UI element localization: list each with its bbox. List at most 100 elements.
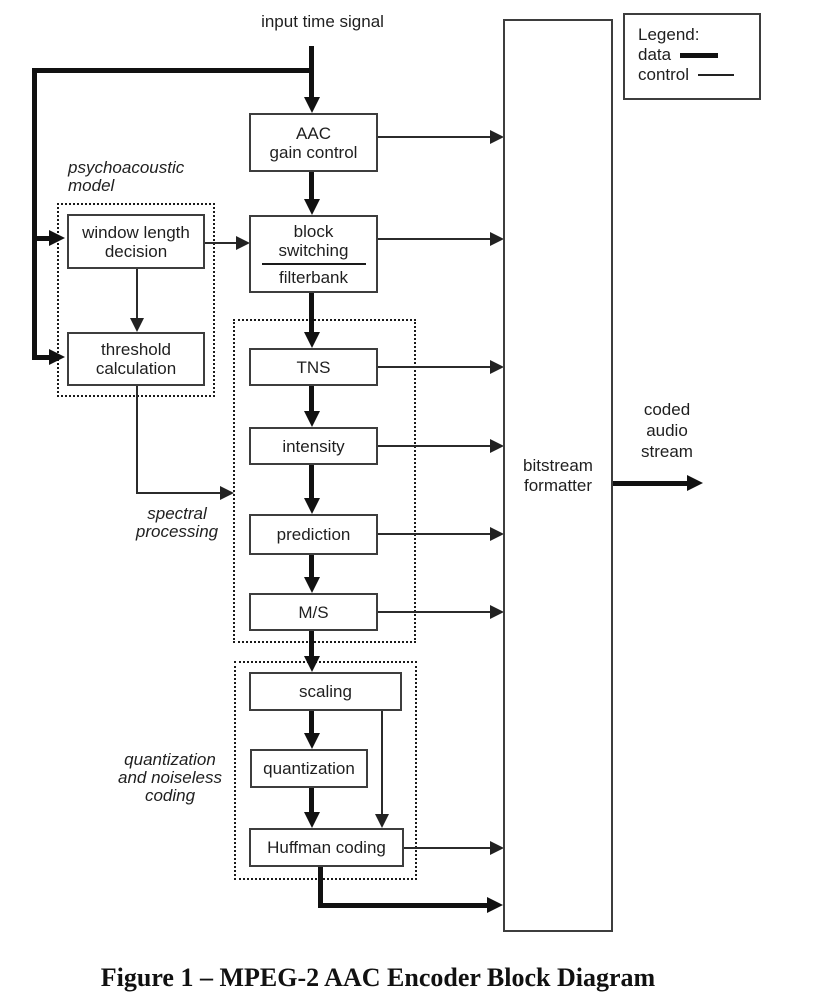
spectral-processing-label: spectral processing	[112, 505, 242, 541]
line-huffman-out-vertical	[318, 867, 323, 908]
line-to-window-length	[32, 236, 52, 241]
arrow-huffman-to-formatter-thin-head	[490, 841, 504, 855]
block-tns: TNS	[249, 348, 378, 386]
block-scaling: scaling	[249, 672, 402, 711]
label-line: processing	[135, 522, 219, 541]
arrow-intensity-to-formatter-head	[490, 439, 504, 453]
arrow-intensity-to-prediction-head	[304, 498, 320, 514]
arrow-to-window-length-head	[49, 230, 65, 246]
label-line: quantization	[124, 750, 216, 769]
line-block-to-tns	[309, 293, 314, 334]
legend-control-row: control	[638, 65, 759, 85]
block-label-line: prediction	[276, 525, 351, 544]
block-intensity: intensity	[249, 427, 378, 465]
block-bitstream-formatter: bitstream formatter	[503, 19, 613, 932]
block-label-line: quantization	[263, 759, 355, 778]
line-wld-to-threshold	[136, 269, 138, 320]
data-line-sample	[680, 52, 719, 58]
line-scaling-bypass	[381, 711, 383, 815]
line-block-to-formatter	[378, 238, 491, 240]
block-label-line: calculation	[95, 359, 177, 378]
control-line-sample	[698, 74, 735, 76]
arrow-block-to-tns-head	[304, 332, 320, 348]
line-threshold-down	[136, 386, 138, 494]
block-label-line: M/S	[298, 602, 329, 622]
input-time-signal-label: input time signal	[261, 12, 384, 31]
block-huffman-coding: Huffman coding	[249, 828, 404, 867]
legend-title: Legend:	[638, 25, 700, 44]
legend-data-label: data	[638, 45, 672, 64]
label-line: audio	[646, 421, 688, 440]
quantization-noiseless-coding-label: quantization and noiseless coding	[100, 751, 240, 805]
label-line: coding	[144, 786, 196, 805]
block-aac-gain-control: AAC gain control	[249, 113, 378, 172]
line-output-stream	[613, 481, 688, 486]
label-line: stream	[641, 442, 693, 461]
line-threshold-to-spectral	[136, 492, 221, 494]
line-aac-to-block	[309, 172, 314, 201]
line-tns-to-formatter	[378, 366, 491, 368]
line-huffman-out-horizontal	[318, 903, 488, 908]
arrow-aac-to-block-head	[304, 199, 320, 215]
arrow-quantization-to-huffman-head	[304, 812, 320, 828]
block-label-line: gain control	[269, 142, 358, 162]
label-line: coded	[643, 400, 691, 419]
arrow-block-to-formatter-head	[490, 232, 504, 246]
block-window-length-decision: window length decision	[67, 214, 205, 269]
arrow-threshold-to-spectral-head	[220, 486, 234, 500]
line-ms-to-scaling	[309, 631, 314, 658]
arrow-output-stream-head	[687, 475, 703, 491]
arrow-scaling-to-quantization-head	[304, 733, 320, 749]
label-line: model	[68, 176, 115, 195]
line-tns-to-intensity	[309, 386, 314, 413]
line-wld-to-block	[205, 242, 237, 244]
block-label-line: filterbank	[279, 267, 348, 287]
arrow-wld-to-threshold-head	[130, 318, 144, 332]
block-quantization: quantization	[250, 749, 368, 788]
block-label-line: intensity	[282, 436, 345, 456]
arrow-to-threshold-head	[49, 349, 65, 365]
block-ms: M/S	[249, 593, 378, 631]
line-left-feed-vertical	[32, 68, 37, 359]
line-intensity-to-formatter	[378, 445, 491, 447]
block-label-line: decision	[104, 241, 168, 261]
line-input-branch-top	[32, 68, 314, 73]
line-prediction-to-formatter	[378, 533, 491, 535]
arrow-ms-to-scaling-head	[304, 656, 320, 672]
block-label-line: TNS	[296, 357, 331, 377]
line-to-threshold	[32, 355, 52, 360]
block-label-line: formatter	[523, 475, 593, 495]
line-aac-to-formatter	[378, 136, 491, 138]
arrow-tns-to-intensity-head	[304, 411, 320, 427]
line-quantization-to-huffman	[309, 788, 314, 814]
arrow-tns-to-formatter-head	[490, 360, 504, 374]
label-line: spectral	[147, 504, 207, 523]
line-intensity-to-prediction	[309, 465, 314, 500]
line-prediction-to-ms	[309, 555, 314, 579]
arrow-prediction-to-formatter-head	[490, 527, 504, 541]
block-threshold-calculation: threshold calculation	[67, 332, 205, 386]
spectral-processing-group	[233, 319, 416, 643]
block-label-line: threshold	[101, 340, 171, 359]
legend-control-label: control	[638, 65, 690, 84]
block-label-line: AAC	[296, 123, 331, 143]
arrow-huffman-to-formatter-head	[487, 897, 503, 913]
line-scaling-to-quantization	[309, 711, 314, 735]
block-prediction: prediction	[249, 514, 378, 555]
arrow-ms-to-formatter-head	[490, 605, 504, 619]
legend-box: Legend: data control	[623, 13, 761, 100]
line-input-vertical	[309, 46, 314, 101]
block-label-line: Huffman coding	[267, 838, 386, 857]
figure-caption: Figure 1 – MPEG-2 AAC Encoder Block Diag…	[100, 963, 656, 992]
block-label-line: block	[293, 221, 334, 241]
arrow-prediction-to-ms-head	[304, 577, 320, 593]
line-ms-to-formatter	[378, 611, 491, 613]
block-label-line: scaling	[299, 682, 352, 701]
block-label-line: window length	[82, 222, 190, 242]
label-line: psychoacoustic	[68, 158, 185, 177]
line-huffman-to-formatter-thin	[404, 847, 491, 849]
fraction-divider	[261, 262, 366, 265]
block-label-line: switching	[278, 240, 349, 260]
arrow-aac-to-formatter-head	[490, 130, 504, 144]
